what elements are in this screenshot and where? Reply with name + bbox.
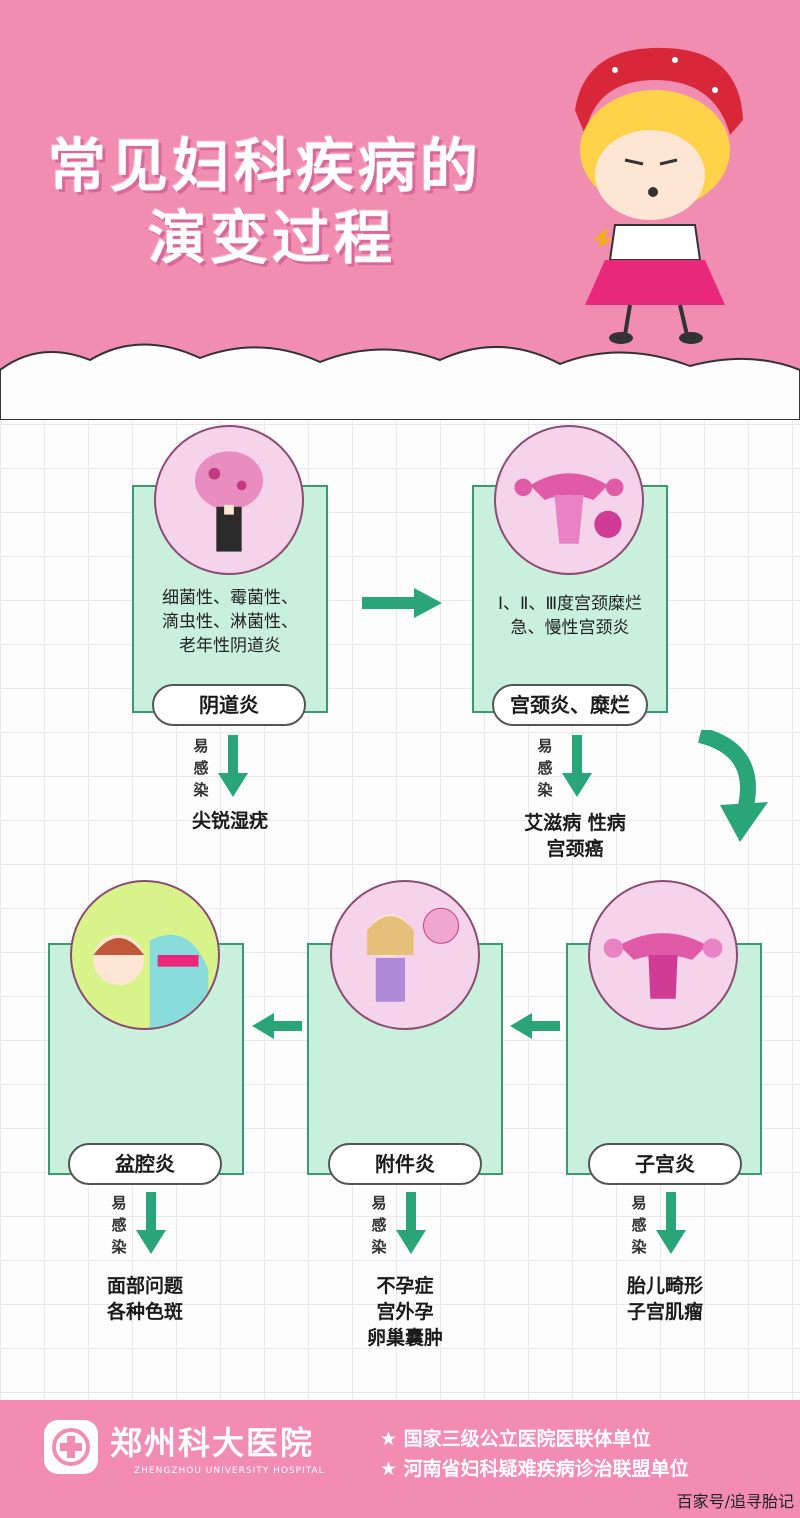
footer-tag: ★ 河南省妇科疑难疾病诊治联盟单位 xyxy=(380,1458,689,1480)
easy-infection-label: 易感染 xyxy=(537,737,553,799)
arrow-down-icon xyxy=(136,1192,166,1254)
arrow-down-icon xyxy=(218,735,248,797)
arrow-down-icon xyxy=(396,1192,426,1254)
vaginitis-results: 尖锐湿疣 xyxy=(191,810,268,832)
adnexitis-results: 不孕症 宫外孕 卵巢囊肿 xyxy=(366,1275,443,1349)
vaginitis-description: 细菌性、霉菌性、 滴虫性、淋菌性、 老年性阴道炎 xyxy=(162,588,298,656)
pelvic-results: 面部问题 各种色斑 xyxy=(106,1275,183,1323)
cervicitis-illustration xyxy=(494,425,644,575)
endometritis-label: 子宫炎 xyxy=(588,1143,742,1185)
hospital-english-name: ZHENGZHOU UNIVERSITY HOSPITAL xyxy=(134,1466,325,1476)
vaginitis-illustration xyxy=(154,425,304,575)
cloud-divider xyxy=(0,343,800,420)
vaginitis-label: 阴道炎 xyxy=(152,684,306,726)
easy-infection-label: 易感染 xyxy=(111,1194,127,1256)
hospital-logo xyxy=(44,1420,98,1474)
footer-banner xyxy=(0,1400,800,1518)
hospital-name: 郑州科大医院 xyxy=(110,1424,315,1462)
arrow-down-icon xyxy=(656,1192,686,1254)
arrow-down-icon xyxy=(562,735,592,797)
cervicitis-results: 艾滋病 性病 宫颈癌 xyxy=(524,812,626,860)
endometritis-illustration xyxy=(588,880,738,1030)
title-line-2: 演变过程 xyxy=(148,204,397,272)
arrow-left-icon xyxy=(252,1013,302,1039)
curved-arrow-icon xyxy=(697,730,768,842)
footer-tag: ★ 国家三级公立医院医联体单位 xyxy=(380,1428,651,1450)
arrow-left-icon xyxy=(510,1013,560,1039)
cervicitis-description: Ⅰ、Ⅱ、Ⅲ度宫颈糜烂 急、慢性宫颈炎 xyxy=(497,594,643,638)
cervicitis-label: 宫颈炎、糜烂 xyxy=(492,684,648,726)
title-line-1: 常见妇科疾病的 xyxy=(48,132,483,200)
medical-cross-icon xyxy=(52,1428,90,1466)
cartoon-girl-illustration xyxy=(575,47,743,344)
page-title: 常见妇科疾病的 演变过程 xyxy=(48,130,482,274)
easy-infection-label: 易感染 xyxy=(193,737,209,799)
pelvic-label: 盆腔炎 xyxy=(68,1143,222,1185)
arrow-right-icon xyxy=(362,588,442,618)
pelvic-illustration xyxy=(70,880,220,1030)
watermark: 百家号/追寻胎记 xyxy=(676,1492,794,1511)
adnexitis-illustration xyxy=(330,880,480,1030)
adnexitis-label: 附件炎 xyxy=(328,1143,482,1185)
easy-infection-label: 易感染 xyxy=(371,1194,387,1256)
easy-infection-label: 易感染 xyxy=(631,1194,647,1256)
endometritis-results: 胎儿畸形 子宫肌瘤 xyxy=(626,1275,703,1323)
